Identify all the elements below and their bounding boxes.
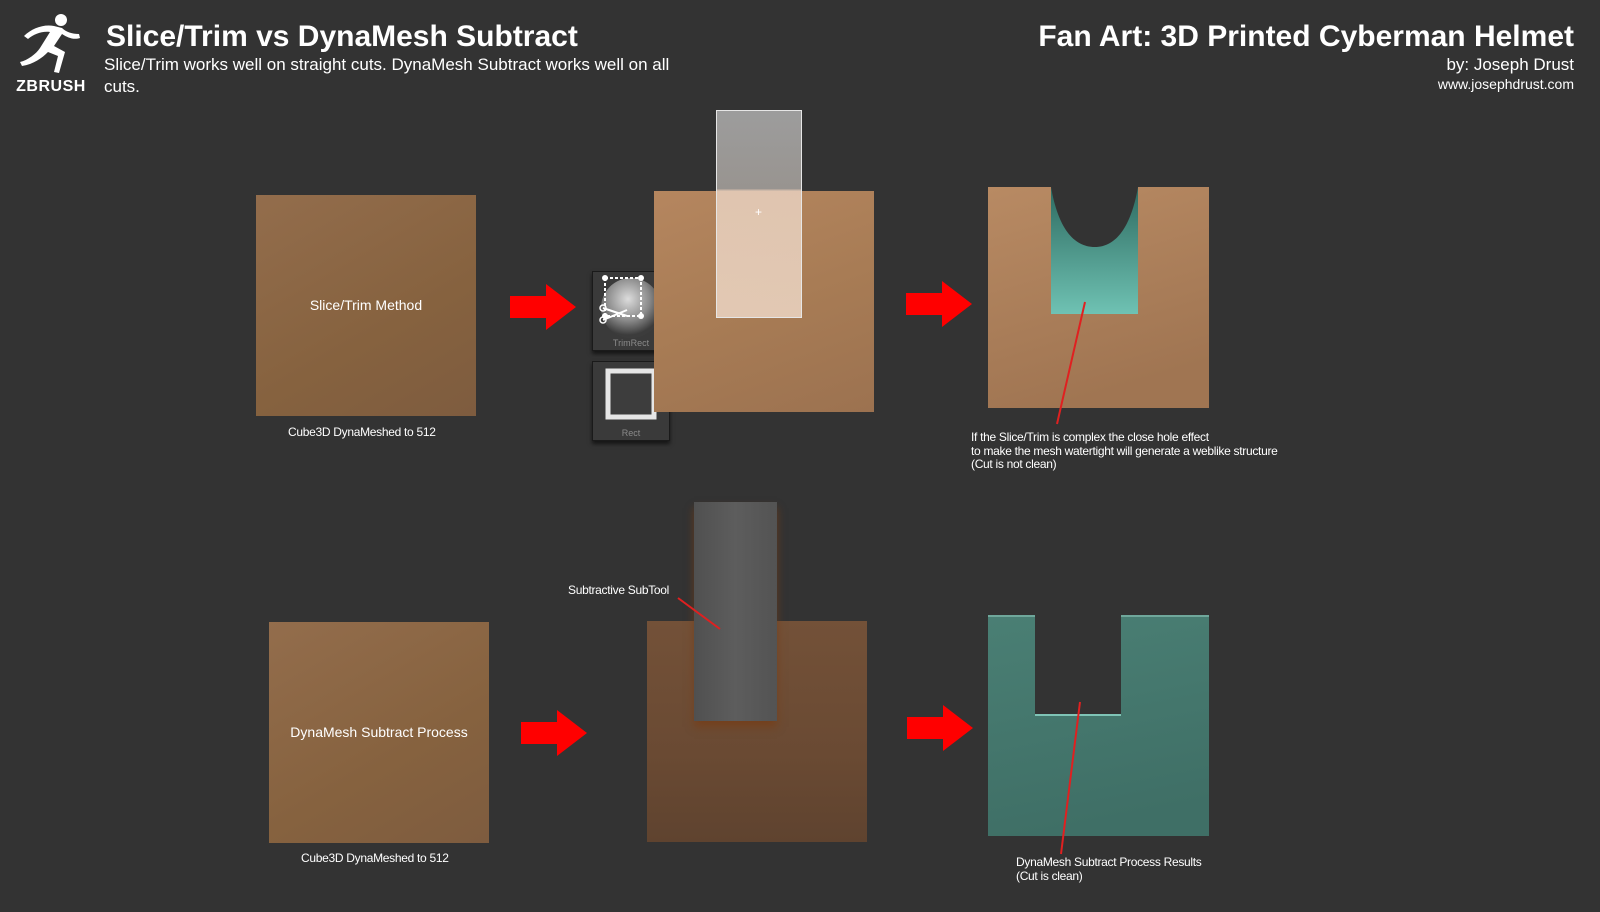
arrow-right-icon <box>906 281 972 327</box>
author-website: www.josephdrust.com <box>1437 76 1574 92</box>
trim-note-line2: to make the mesh watertight will generat… <box>971 443 1278 458</box>
slice-trim-cube: Slice/Trim Method <box>256 195 476 416</box>
subtract-note-line2: (Cut is clean) <box>1016 868 1083 883</box>
project-title: Fan Art: 3D Printed Cyberman Helmet <box>1038 20 1574 53</box>
arrow-right-icon <box>521 710 587 756</box>
trim-result-note: If the Slice/Trim is complex the close h… <box>971 430 1278 472</box>
trim-note-line3: (Cut is not clean) <box>971 457 1057 471</box>
logo-text: ZBRUSH <box>16 78 86 95</box>
subtool-label: Subtractive SubTool <box>568 583 670 597</box>
rect-shape-icon <box>605 368 657 420</box>
author-credit: by: Joseph Drust <box>1446 55 1574 74</box>
pointer-line <box>1056 301 1086 425</box>
dynamesh-cube-label: DynaMesh Subtract Process <box>290 724 468 740</box>
subtract-result <box>988 615 1209 836</box>
subtract-note-line1: DynaMesh Subtract Process Results <box>1016 855 1202 869</box>
zbrush-logo: ZBRUSH <box>10 12 92 96</box>
rect-label: Rect <box>621 428 641 438</box>
arrow-right-icon <box>510 284 576 330</box>
arrow-right-icon <box>907 705 973 751</box>
slice-trim-cube-label: Slice/Trim Method <box>309 297 423 313</box>
subtractive-subtool <box>694 502 777 721</box>
pointer-line <box>1060 701 1081 855</box>
dynamesh-cube: DynaMesh Subtract Process <box>269 622 489 843</box>
page-title: Slice/Trim vs DynaMesh Subtract <box>106 20 578 53</box>
trimrect-label: TrimRect <box>612 338 650 348</box>
trim-selection-rect: + <box>716 110 802 318</box>
top-cube-caption: Cube3D DynaMeshed to 512 <box>288 425 436 439</box>
page-subtitle: Slice/Trim works well on straight cuts. … <box>104 55 670 96</box>
zbrush-figure-icon <box>20 14 80 73</box>
trimrect-icon <box>599 275 661 338</box>
trim-result <box>988 187 1209 408</box>
subtract-result-note: DynaMesh Subtract Process Results (Cut i… <box>1016 855 1202 883</box>
trim-note-line1: If the Slice/Trim is complex the close h… <box>971 430 1209 444</box>
pointer-line <box>677 597 721 630</box>
crosshair-icon: + <box>755 205 763 219</box>
bottom-cube-caption: Cube3D DynaMeshed to 512 <box>301 851 449 865</box>
